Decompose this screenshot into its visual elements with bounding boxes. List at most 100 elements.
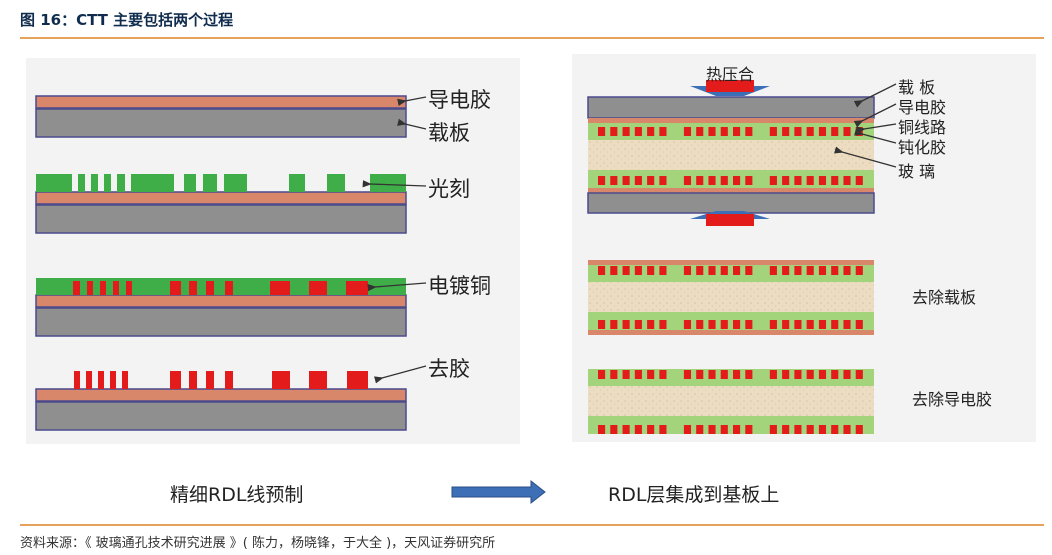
copper-trace — [733, 176, 741, 185]
copper-trace — [733, 425, 741, 434]
carrier-layer — [35, 108, 407, 138]
copper-feature — [170, 371, 181, 389]
copper-trace — [831, 176, 839, 185]
copper-feature — [110, 371, 116, 389]
copper-trace — [855, 320, 863, 329]
label-conductive-adhesive: 导电胶 — [428, 88, 491, 112]
copper-trace — [855, 370, 863, 379]
photoresist-segment — [327, 174, 345, 192]
copper-trace — [610, 425, 618, 434]
copper-feature — [189, 371, 197, 389]
copper-trace — [647, 176, 655, 185]
figure-source: 资料来源：《 玻璃通孔技术研究进展 》( 陈力，杨晓锋，于大全 )，天风证券研究… — [20, 536, 496, 551]
copper-trace — [659, 266, 667, 275]
copper-trace — [598, 370, 606, 379]
copper-trace — [659, 176, 667, 185]
copper-feature — [113, 281, 119, 295]
copper-trace — [598, 425, 606, 434]
right-adhesive-bottom — [588, 330, 874, 335]
photoresist-segment — [117, 174, 125, 192]
copper-feature — [206, 371, 214, 389]
right-carrier-bottom — [587, 192, 875, 214]
carrier-layer — [35, 307, 407, 337]
adhesive-layer — [35, 191, 407, 205]
copper-trace — [806, 266, 814, 275]
copper-trace — [769, 127, 777, 136]
copper-trace — [831, 266, 839, 275]
copper-trace — [610, 127, 618, 136]
copper-trace — [831, 370, 839, 379]
copper-trace — [622, 370, 630, 379]
copper-trace — [708, 370, 716, 379]
flow-arrow — [451, 479, 546, 505]
copper-trace — [818, 176, 827, 185]
copper-feature — [272, 371, 290, 389]
copper-trace — [806, 425, 814, 434]
copper-feature — [270, 281, 290, 295]
copper-trace — [745, 176, 753, 185]
copper-trace — [622, 425, 630, 434]
hot-press-arrows — [690, 80, 770, 226]
copper-trace — [782, 176, 790, 185]
photoresist-segment — [203, 174, 217, 192]
copper-feature — [346, 281, 368, 295]
label-electroplating: 电镀铜 — [428, 274, 491, 298]
copper-trace — [720, 425, 728, 434]
copper-trace — [855, 266, 863, 275]
copper-trace — [794, 320, 802, 329]
copper-trace — [745, 320, 753, 329]
leader-photolithography — [362, 180, 427, 188]
copper-trace — [720, 176, 728, 185]
carrier-layer — [35, 204, 407, 234]
copper-trace — [769, 266, 777, 275]
copper-trace — [634, 425, 642, 434]
copper-trace — [622, 127, 630, 136]
copper-trace — [696, 176, 704, 185]
copper-trace — [622, 176, 630, 185]
copper-trace — [598, 266, 606, 275]
copper-trace — [733, 266, 741, 275]
copper-trace — [696, 370, 704, 379]
copper-trace — [855, 176, 863, 185]
passivation-top — [588, 265, 874, 282]
passivation-top — [588, 123, 874, 140]
right-carrier-top — [587, 96, 875, 119]
copper-trace — [634, 370, 642, 379]
label-copper-trace: 铜线路 — [898, 118, 947, 137]
figure-title: 图 16：CTT 主要包括两个过程 — [20, 11, 234, 29]
copper-trace — [720, 320, 728, 329]
glass-core — [588, 140, 874, 170]
photoresist-segment — [36, 174, 72, 192]
copper-feature — [74, 371, 80, 389]
copper-trace — [610, 370, 618, 379]
copper-trace — [782, 370, 790, 379]
copper-trace — [769, 320, 777, 329]
adhesive-layer — [35, 294, 407, 308]
copper-trace — [647, 320, 655, 329]
photoresist-segment — [184, 174, 196, 192]
copper-trace — [794, 176, 802, 185]
carrier-layer — [35, 401, 407, 431]
copper-trace — [806, 370, 814, 379]
glass-core — [588, 282, 874, 312]
copper-trace — [794, 425, 802, 434]
copper-trace — [659, 425, 667, 434]
copper-trace — [634, 127, 642, 136]
photoresist-segment — [78, 174, 85, 192]
leader-glass — [834, 146, 897, 168]
source-rule — [20, 524, 1044, 526]
copper-feature — [225, 371, 233, 389]
copper-trace — [659, 127, 667, 136]
right-adhesive-top — [588, 118, 874, 123]
passivation-bottom — [588, 312, 874, 330]
copper-trace — [782, 127, 790, 136]
copper-trace — [683, 425, 692, 434]
copper-feature — [347, 371, 368, 389]
copper-trace — [855, 127, 863, 136]
copper-trace — [647, 266, 655, 275]
copper-trace — [610, 320, 618, 329]
copper-feature — [73, 281, 80, 295]
leader-carrier — [397, 118, 427, 130]
copper-feature — [98, 371, 104, 389]
